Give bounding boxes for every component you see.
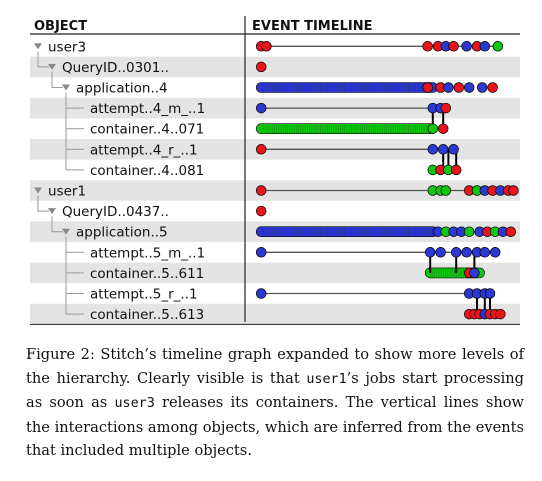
event-marker[interactable] [435,247,446,258]
tree-connector [51,216,63,233]
event-marker[interactable] [489,247,501,258]
event-marker[interactable] [440,185,452,196]
expand-arrow-icon[interactable] [48,63,56,70]
event-marker[interactable] [463,82,475,93]
caption-prefix: Figure 2: [26,346,95,363]
object-label[interactable]: application..5 [76,225,168,241]
caption-text-2: ’s jobs start processing as soon as [26,369,524,412]
figure-caption: Figure 2: Stitch’s timeline graph expand… [26,343,524,463]
row-stripe [30,262,520,284]
row-stripe [30,56,520,78]
event-marker[interactable] [461,41,472,52]
event-marker[interactable] [255,144,267,155]
expand-arrow-icon[interactable] [62,228,70,235]
object-label[interactable]: user1 [48,184,86,200]
object-label[interactable]: attempt..4_r_..1 [90,142,198,158]
tree-connector [51,71,63,88]
event-marker[interactable] [448,41,459,52]
object-label[interactable]: container..4..081 [90,163,204,179]
object-label[interactable]: attempt..5_m_..1 [90,245,205,261]
event-marker[interactable] [255,247,267,258]
event-marker[interactable] [440,102,452,114]
event-marker[interactable] [255,205,267,217]
timeline-bands [255,82,485,279]
event-marker[interactable] [422,41,433,52]
event-marker[interactable] [448,144,459,155]
event-marker[interactable] [437,144,449,155]
event-marker[interactable] [424,247,436,258]
event-marker[interactable] [479,41,491,52]
timeline-graph: OBJECT EVENT TIMELINE user3QueryID..0301… [30,16,520,325]
event-marker[interactable] [492,41,504,52]
tree-connector [37,195,49,212]
event-marker[interactable] [422,82,433,93]
object-label[interactable]: QueryID..0437.. [62,204,169,220]
event-marker[interactable] [255,102,267,114]
event-marker[interactable] [505,226,517,237]
expand-arrow-icon[interactable] [62,84,70,91]
event-marker[interactable] [427,144,439,155]
object-label[interactable]: QueryID..0301.. [62,60,169,76]
object-label[interactable]: application..4 [76,81,168,97]
event-marker[interactable] [461,247,472,258]
object-label[interactable]: container..4..071 [90,122,204,138]
expand-arrow-icon[interactable] [34,187,42,194]
event-marker[interactable] [450,247,462,258]
event-marker[interactable] [255,288,267,299]
event-marker[interactable] [487,82,498,93]
timeline-column-header: EVENT TIMELINE [252,19,373,34]
caption-code-user3: user3 [114,396,155,412]
event-marker[interactable] [463,226,475,237]
expand-arrow-icon[interactable] [48,208,56,215]
event-marker[interactable] [479,247,491,258]
caption-code-user1: user1 [306,371,347,387]
event-marker[interactable] [453,82,465,93]
object-label[interactable]: attempt..4_m_..1 [90,101,205,117]
event-marker[interactable] [469,267,480,279]
tree-connector [37,51,49,68]
event-marker[interactable] [508,185,519,196]
event-marker[interactable] [255,61,267,73]
object-label[interactable]: container..5..611 [90,266,204,282]
object-label[interactable]: user3 [48,39,86,55]
event-marker[interactable] [427,123,439,134]
event-marker[interactable] [484,288,496,299]
caption-text-1: Stitch’s timeline graph expanded to show… [26,346,524,387]
event-marker[interactable] [495,308,506,320]
expand-arrow-icon[interactable] [34,43,42,50]
event-marker[interactable] [261,41,272,52]
event-marker[interactable] [437,123,449,134]
object-label[interactable]: container..5..613 [90,307,204,323]
event-marker[interactable] [443,82,454,93]
caption-text-3: releases its containers. The vertical li… [26,394,524,460]
event-marker[interactable] [450,164,462,176]
object-column-header: OBJECT [34,19,87,34]
event-marker[interactable] [476,82,488,93]
tree-connector [65,92,77,171]
row-stripe [30,303,520,325]
tree-connector [65,236,77,315]
timeline-events [255,41,519,320]
event-marker[interactable] [255,185,267,196]
object-label[interactable]: attempt..5_r_..1 [90,287,198,303]
